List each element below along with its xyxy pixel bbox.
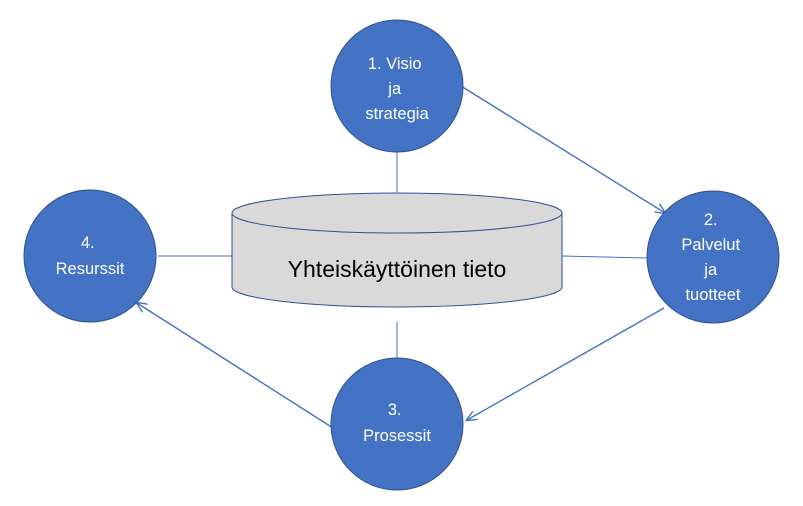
node-prosessit: 3. Prosessit (330, 357, 464, 491)
node-palvelut-label: 2. Palvelut ja tuotteet (681, 211, 744, 304)
node-prosessit-label: 3. Prosessit (363, 401, 431, 445)
arrow-prosessit-to-resurssit (137, 303, 334, 429)
node-palvelut-circle (646, 190, 780, 324)
cylinder-top (231, 192, 563, 234)
shared-data-cylinder: Yhteiskäyttöinen tieto (231, 192, 563, 308)
cylinder-body (231, 212, 563, 308)
node-visio-circle (330, 19, 464, 153)
arrow-palvelut-to-prosessit (467, 307, 665, 420)
cylinder-label: Yhteiskäyttöinen tieto (288, 256, 507, 282)
center-connectors (158, 150, 648, 358)
node-resurssit: 4. Resurssit (23, 189, 157, 323)
node-prosessit-circle (330, 357, 464, 491)
node-visio: 1. Visio ja strategia (330, 19, 464, 153)
arrow-visio-to-palvelut (460, 85, 665, 213)
node-palvelut: 2. Palvelut ja tuotteet (646, 190, 780, 324)
connector-palvelut (561, 255, 648, 259)
node-visio-label: 1. Visio ja strategia (365, 55, 429, 123)
cycle-arrows (137, 85, 665, 429)
node-resurssit-label: 4. Resurssit (56, 234, 125, 278)
node-resurssit-circle (23, 189, 157, 323)
